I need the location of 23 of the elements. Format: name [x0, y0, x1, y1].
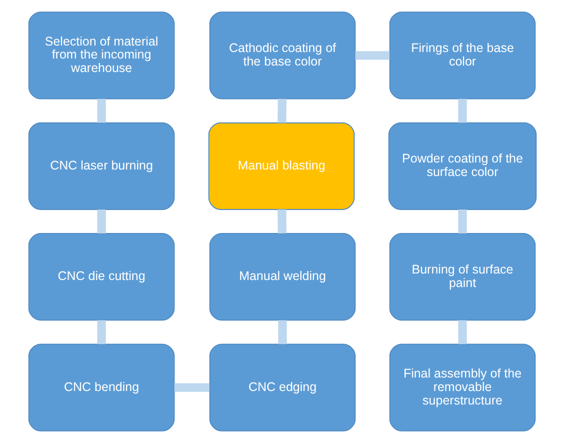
node-box: Manual blasting [208, 122, 355, 210]
connector [97, 98, 106, 123]
connector [97, 209, 106, 234]
node-box: CNC bending [28, 344, 175, 432]
node-box: Final assembly of the removable superstructure [389, 344, 536, 432]
node-box: Cathodic coating of the base color [209, 12, 356, 100]
node-box: Burning of surface paint [389, 233, 536, 321]
connector [278, 209, 286, 234]
connector [97, 320, 106, 344]
connector [278, 98, 286, 123]
connector [458, 320, 467, 344]
node-box: Selection of material from the incoming warehouse [28, 12, 175, 100]
node-box: CNC laser burning [28, 122, 175, 210]
node-box: CNC edging [209, 344, 356, 432]
node-box: CNC die cutting [28, 233, 175, 321]
connector [458, 98, 467, 123]
connector [278, 320, 287, 344]
connector [174, 383, 210, 392]
node-box: Manual welding [209, 233, 356, 321]
node-box: Firings of the base color [389, 12, 536, 100]
node-box: Powder coating of the surface color [388, 122, 537, 210]
connector [458, 209, 467, 234]
connector [355, 51, 390, 60]
